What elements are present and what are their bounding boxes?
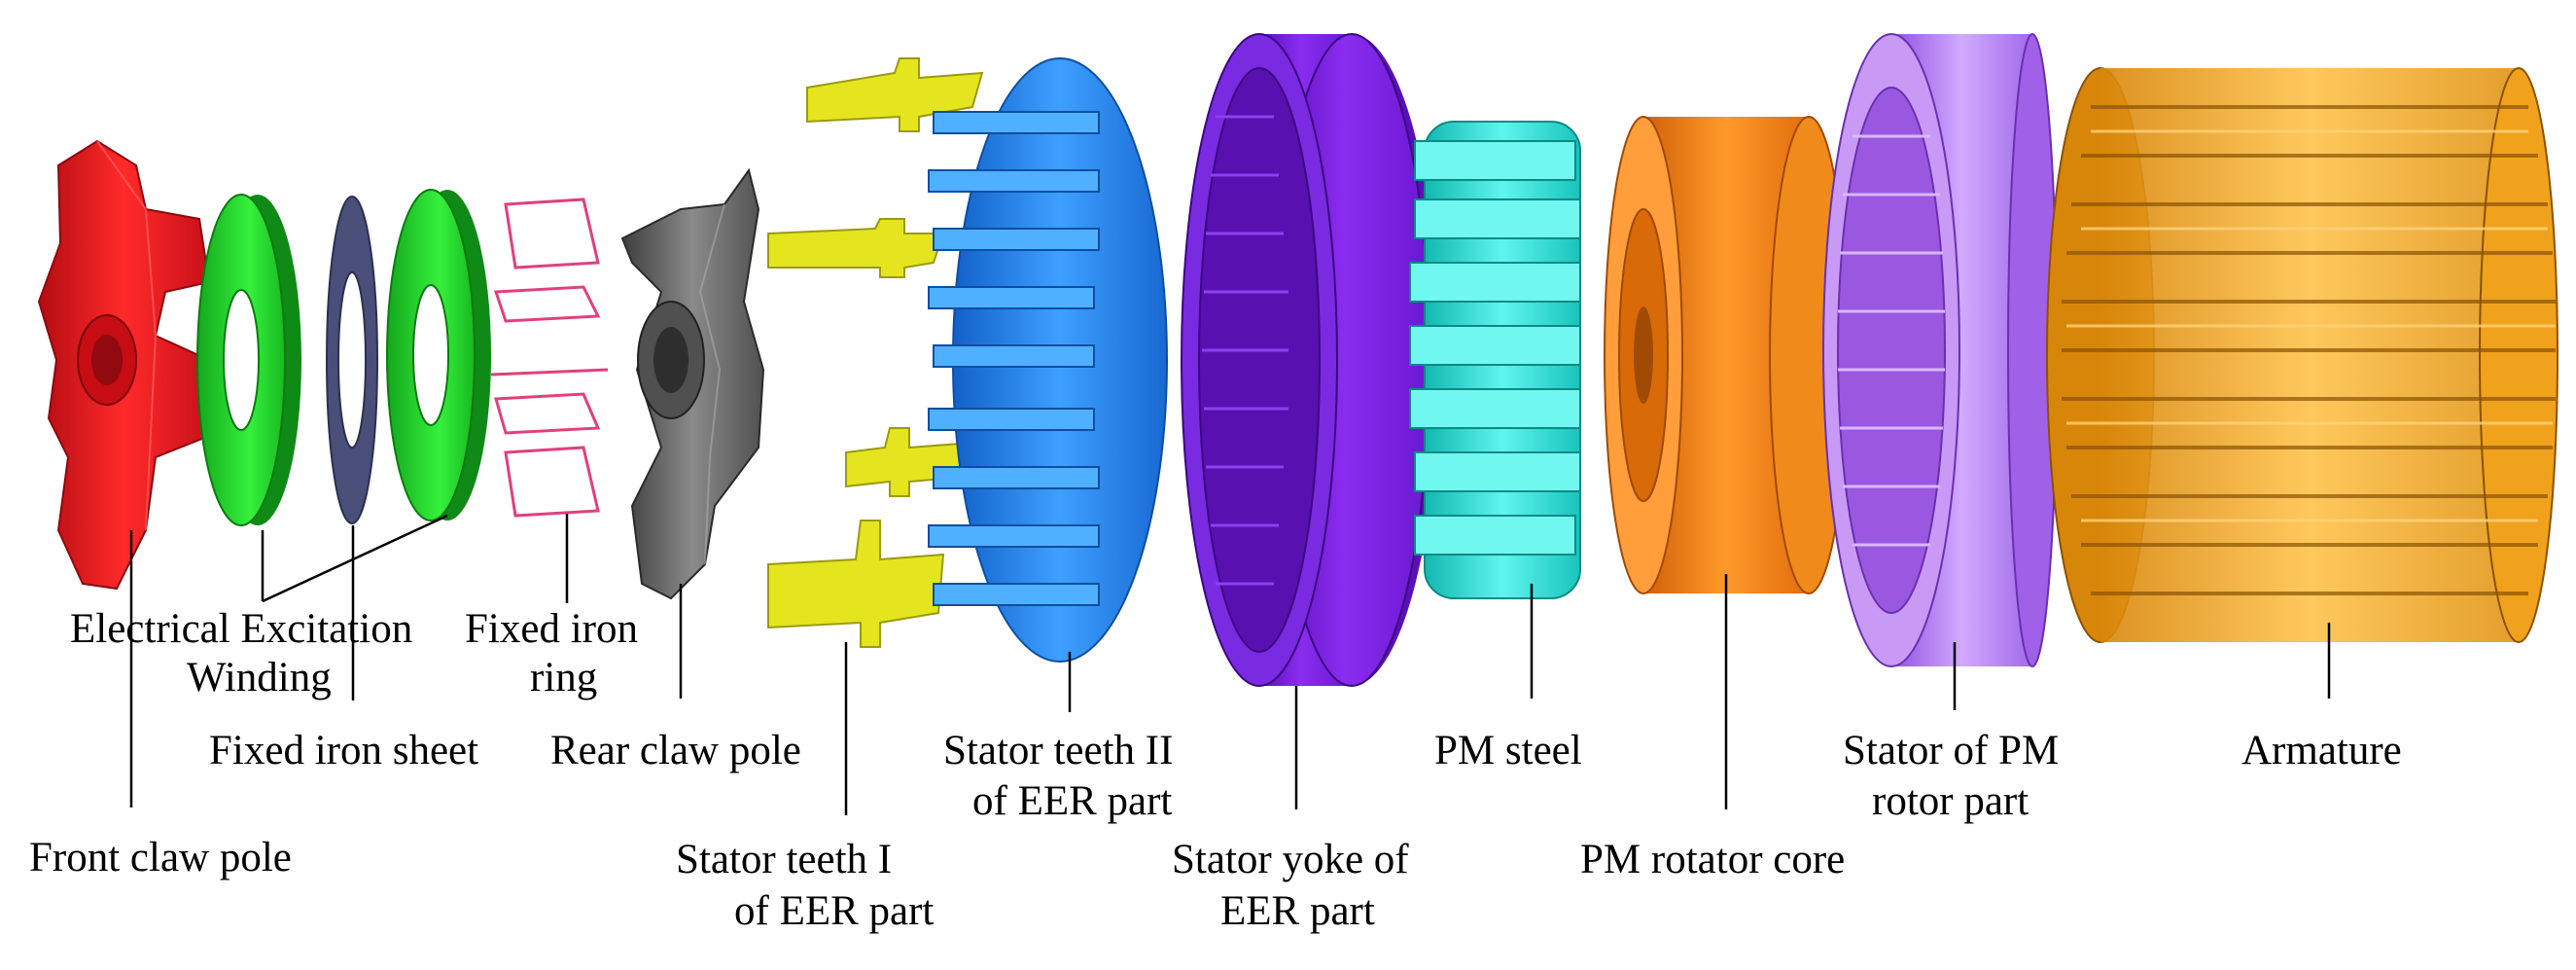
label-electrical-excitation: Electrical Excitation	[70, 606, 412, 652]
label-stator-teeth-ii-line2: of EER part	[972, 778, 1172, 824]
labels: Front claw pole Electrical Excitation Wi…	[29, 606, 2402, 934]
front-claw-pole-part	[37, 139, 211, 591]
label-stator-yoke-line1: Stator yoke of	[1172, 837, 1409, 882]
fixed-iron-sheet-part	[326, 196, 378, 524]
stator-pm-rotor-part	[1822, 33, 2058, 667]
leader-winding-right	[262, 514, 448, 603]
pm-rotator-core-part	[1604, 116, 1849, 594]
stator-teeth-ii-part	[928, 57, 1168, 663]
label-winding: Winding	[187, 655, 332, 701]
rear-claw-pole-part	[620, 167, 765, 600]
label-stator-pm-line2: rotor part	[1872, 778, 2029, 824]
label-fixed-iron-sheet: Fixed iron sheet	[209, 728, 478, 773]
excitation-winding-left	[196, 194, 301, 526]
label-pm-rotator-core: PM rotator core	[1580, 837, 1845, 882]
label-stator-teeth-ii-line1: Stator teeth II	[943, 728, 1173, 773]
label-stator-yoke-line2: EER part	[1220, 888, 1375, 934]
label-stator-teeth-i-line1: Stator teeth I	[676, 837, 892, 882]
stator-yoke-part	[1181, 33, 1439, 687]
label-pm-steel: PM steel	[1434, 728, 1582, 773]
pm-steel-part	[1409, 121, 1581, 599]
excitation-winding-right	[386, 189, 491, 521]
armature-part	[2046, 67, 2558, 643]
label-rear-claw-pole: Rear claw pole	[550, 728, 801, 773]
label-fixed-iron: Fixed iron	[465, 606, 638, 652]
label-front-claw-pole: Front claw pole	[29, 835, 292, 880]
leader-lines	[129, 514, 2331, 815]
label-armature: Armature	[2241, 728, 2402, 773]
fixed-iron-ring-part	[490, 198, 609, 518]
label-stator-teeth-i-line2: of EER part	[734, 888, 934, 934]
stator-teeth-i-part	[767, 57, 984, 648]
label-stator-pm-line1: Stator of PM	[1843, 728, 2059, 773]
label-ring: ring	[530, 655, 597, 701]
